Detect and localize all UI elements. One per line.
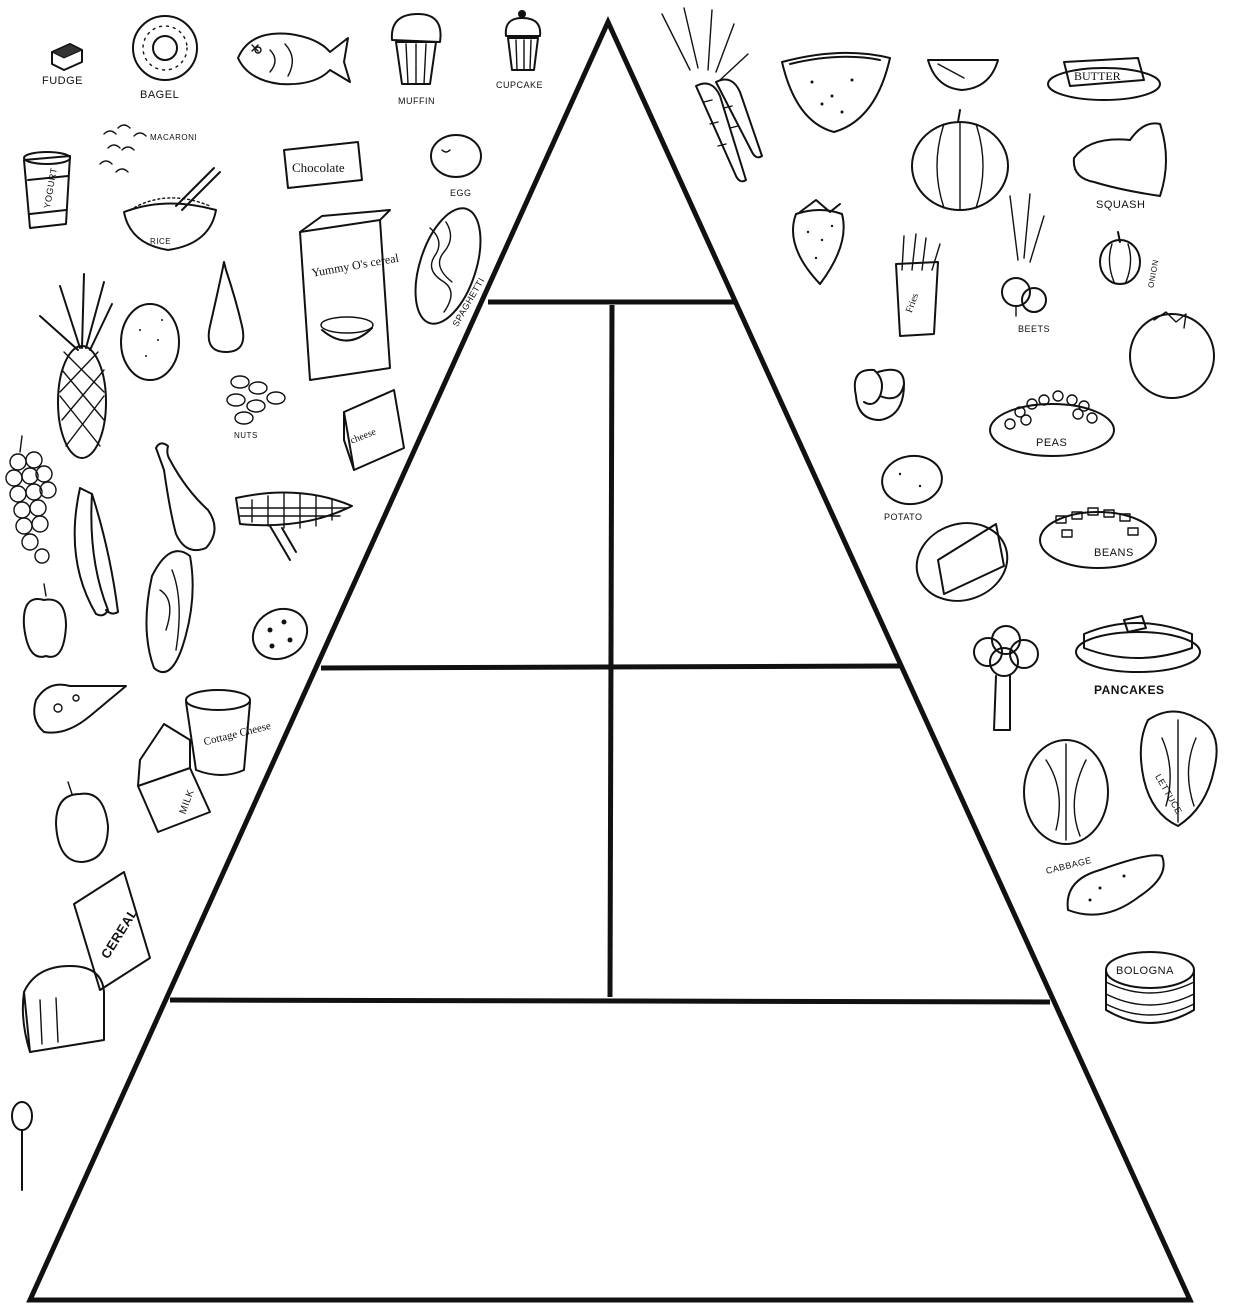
milk-carton-icon[interactable]: MILK [138,724,210,832]
fries-icon[interactable]: Fries [896,234,940,336]
tomato-icon[interactable] [1130,312,1214,398]
lettuce-icon[interactable]: LETTUCE [1141,711,1217,826]
yogurt-label: YOGURT [42,167,59,209]
pancakes-icon[interactable]: PANCAKES [1076,616,1200,697]
pretzel-icon[interactable] [855,370,904,420]
lollipop-icon[interactable] [12,1102,32,1190]
beets-icon[interactable]: BEETS [1002,194,1050,334]
cereal-label: CEREAL [98,906,141,962]
pyramid-section-second-left[interactable] [420,310,605,660]
cupcake-icon[interactable]: CUPCAKE [496,10,543,90]
cupcake-label: CUPCAKE [496,80,543,90]
corn-icon[interactable] [236,493,352,560]
butter-icon[interactable]: BUTTER [1048,58,1160,100]
cereal-pack-icon[interactable]: CEREAL [74,872,150,990]
orange-icon[interactable] [121,304,179,380]
cereal-box-icon[interactable]: Yummy O's cereal [300,210,400,380]
fries-label: Fries [904,292,921,315]
potato-label: POTATO [884,512,923,522]
pumpkin-icon[interactable] [912,110,1008,210]
beans-icon[interactable]: BEANS [1040,508,1156,568]
nuts-icon[interactable]: NUTS [227,376,285,440]
fish-icon[interactable] [238,34,350,85]
onion-icon[interactable]: ONION [1100,232,1160,289]
chocolate-icon[interactable]: Chocolate [284,142,362,188]
cabbage-label: CABBAGE [1045,855,1093,876]
cereal-box-label: Yummy O's cereal [311,251,401,280]
steak-icon[interactable] [146,551,192,672]
cake-slice-icon[interactable] [907,512,1018,613]
squash-label: SQUASH [1096,199,1145,211]
pyramid-section-top[interactable] [540,100,680,295]
potato-icon[interactable]: POTATO [879,452,945,522]
fudge-label: FUDGE [42,75,83,87]
pyramid-section-third-right[interactable] [618,674,983,994]
food-pyramid [30,22,1190,1300]
fudge-icon[interactable]: FUDGE [42,44,83,87]
egg-label: EGG [450,188,472,198]
peas-icon[interactable]: PEAS [990,391,1114,456]
cabbage-icon[interactable]: CABBAGE [1024,740,1108,876]
broccoli-icon[interactable] [974,626,1038,730]
muffin-icon[interactable]: MUFFIN [392,14,441,106]
peach-icon[interactable] [56,782,108,862]
macaroni-label: MACARONI [150,133,197,142]
bagel-label: BAGEL [140,89,179,101]
pyramid-divider-bottom [170,1000,1050,1002]
pyramid-vertical-divider [610,305,612,997]
butter-label: BUTTER [1074,69,1121,83]
cheese-wedge-icon[interactable] [34,685,126,733]
nuts-label: NUTS [234,431,258,440]
muffin-label: MUFFIN [398,96,435,106]
banana-icon[interactable] [75,488,118,615]
squash-icon[interactable]: SQUASH [1074,123,1166,211]
melon-slice-icon[interactable] [928,60,998,90]
watermelon-icon[interactable] [782,53,890,132]
cheese-icon[interactable]: cheese [344,390,404,470]
pineapple-icon[interactable] [40,274,112,458]
egg-icon[interactable]: EGG [431,135,481,198]
grapes-icon[interactable] [6,436,56,563]
pear-icon[interactable] [209,262,244,352]
rice-bowl-icon[interactable]: RICE [124,168,220,250]
yogurt-icon[interactable]: YOGURT [24,152,70,228]
cheese-label: cheese [349,426,378,446]
beets-label: BEETS [1018,324,1050,334]
onion-label: ONION [1146,259,1160,289]
bologna-icon[interactable]: BOLOGNA [1106,952,1194,1023]
bread-icon[interactable] [23,966,104,1052]
pancakes-label: PANCAKES [1094,683,1164,697]
drumstick-icon[interactable] [156,443,215,550]
beans-label: BEANS [1094,547,1134,559]
bologna-label: BOLOGNA [1116,965,1174,977]
pyramid-section-base[interactable] [120,1010,1100,1290]
peas-label: PEAS [1036,437,1067,449]
pyramid-section-third-left[interactable] [240,674,605,994]
milk-label: MILK [178,788,197,816]
cookie-icon[interactable] [244,599,316,669]
apple-icon[interactable] [24,584,66,657]
chocolate-label: Chocolate [292,160,345,175]
strawberry-icon[interactable] [793,200,844,284]
rice-label: RICE [150,237,171,246]
bagel-icon[interactable]: BAGEL [133,16,197,101]
pyramid-section-second-right[interactable] [618,310,808,660]
macaroni-icon[interactable]: MACARONI [100,125,197,172]
